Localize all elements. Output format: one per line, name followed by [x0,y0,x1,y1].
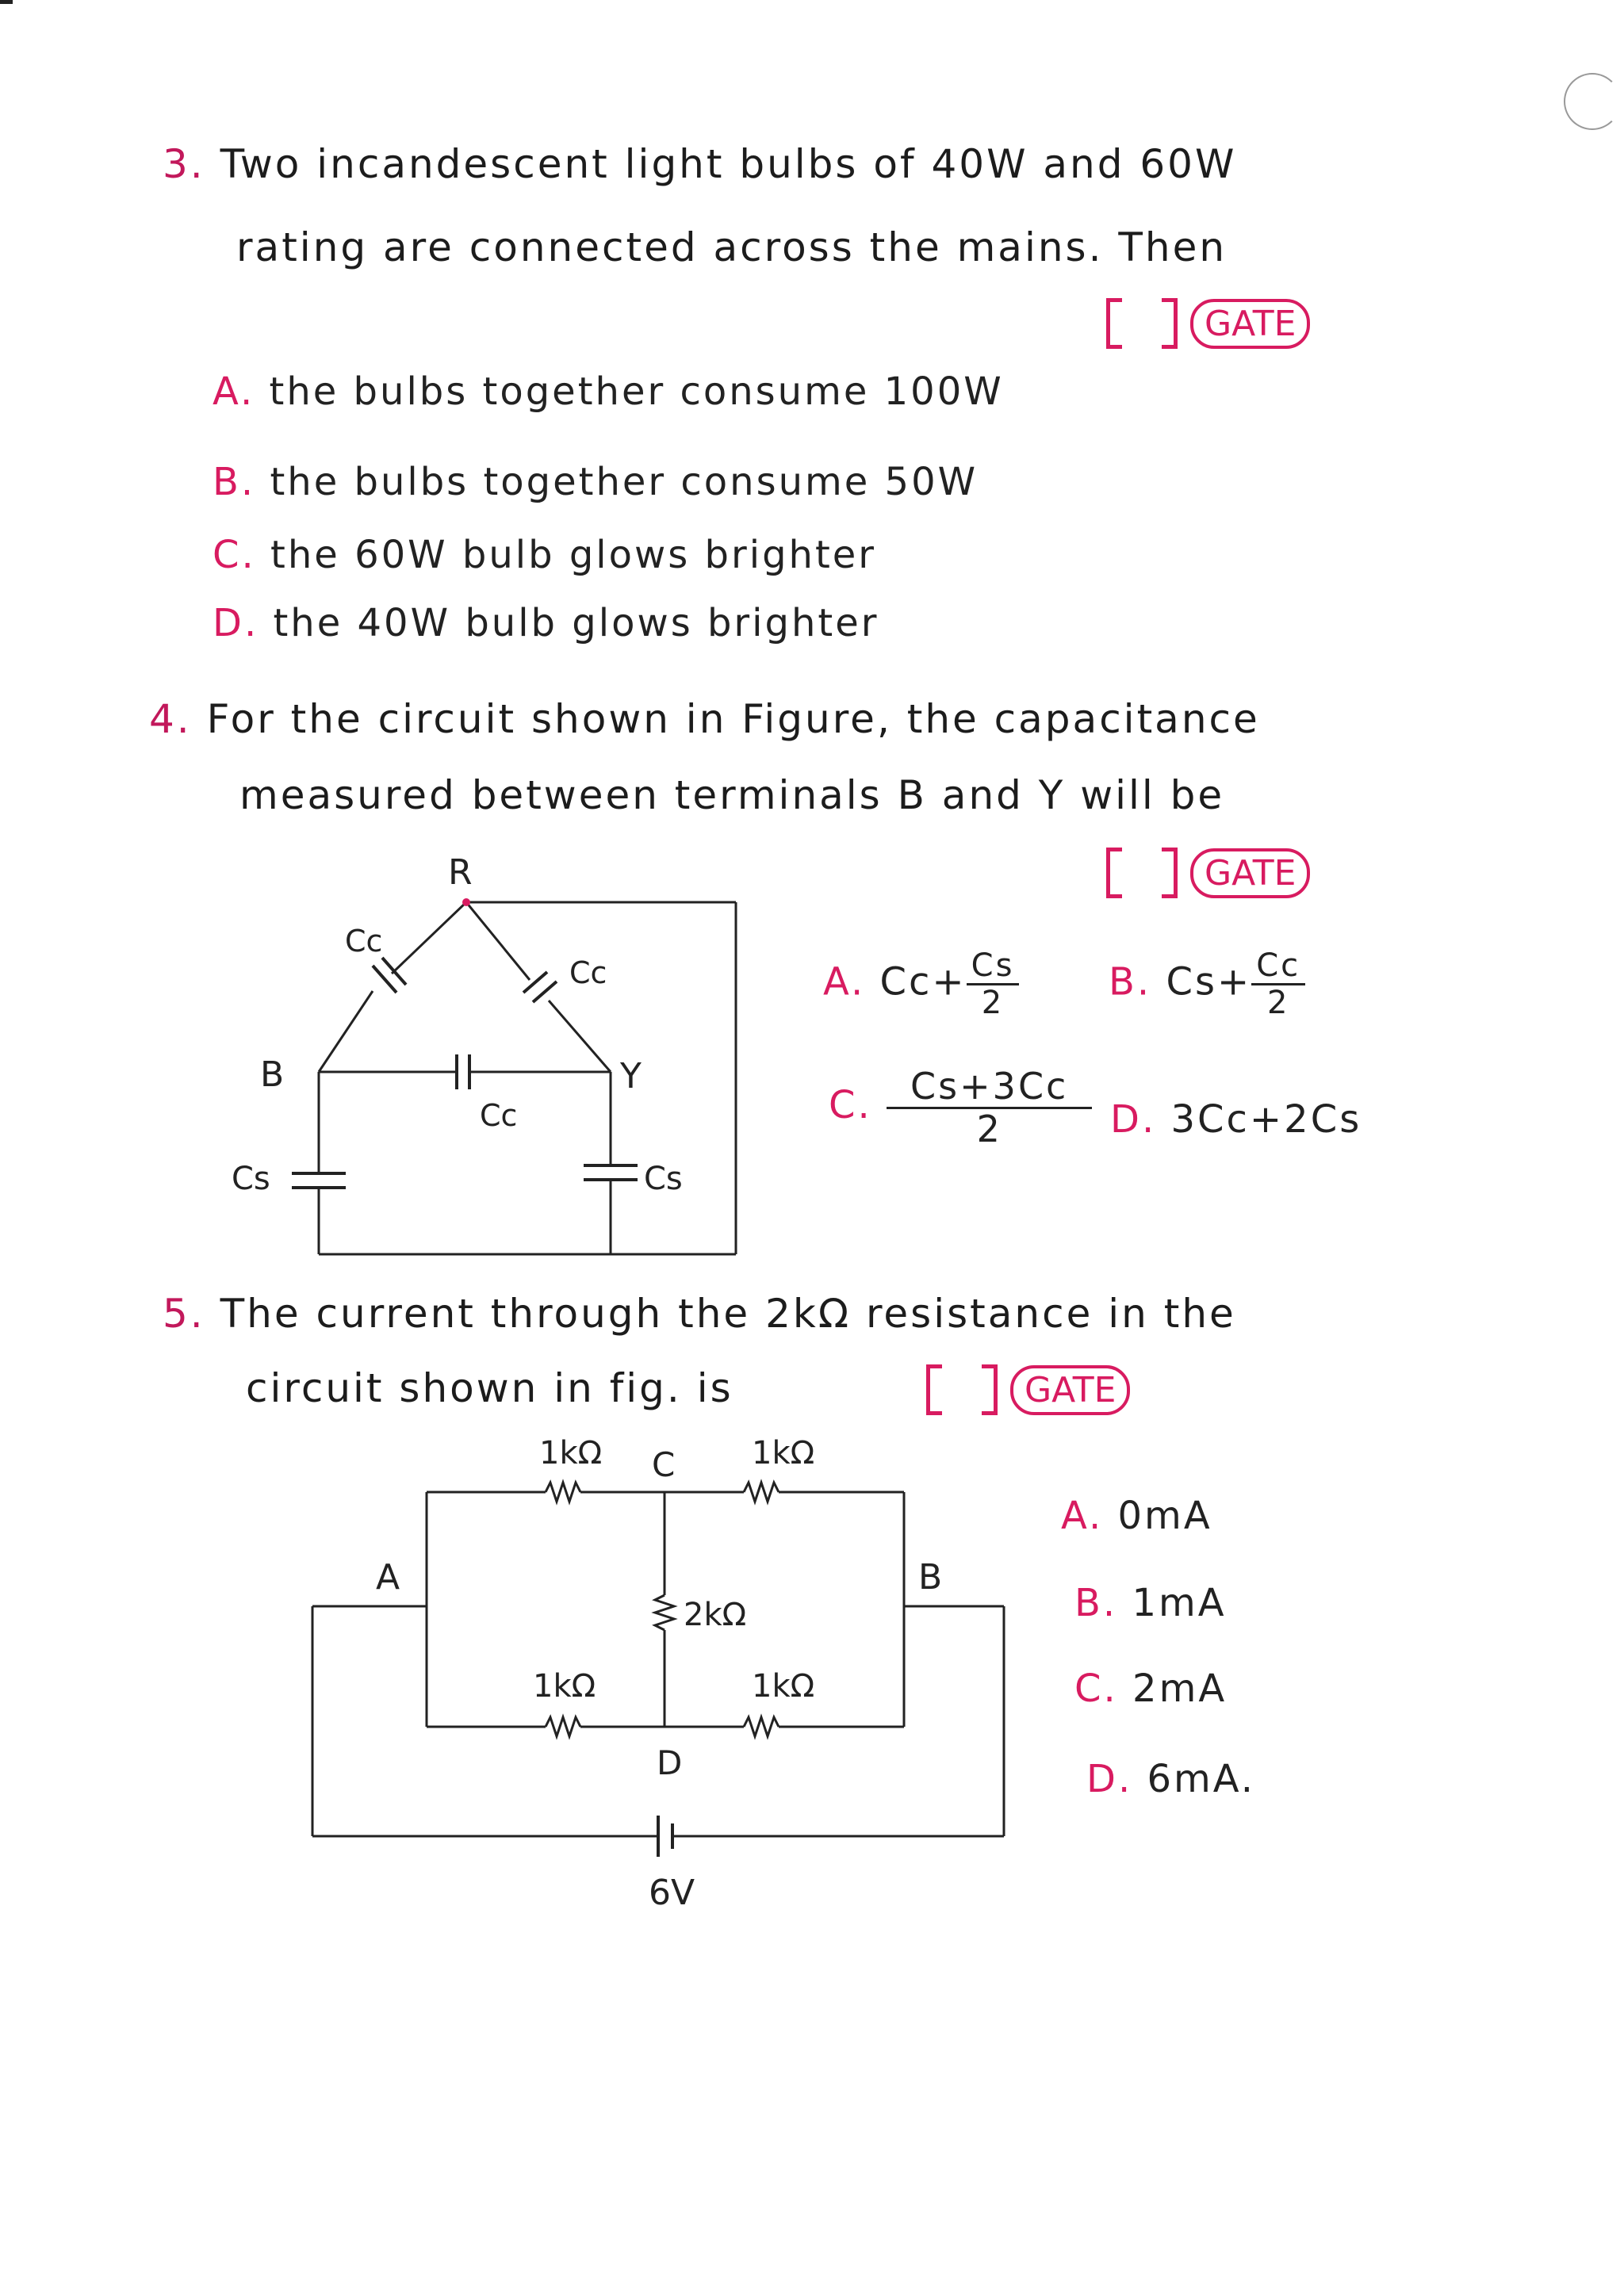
q5-option-b: B. 1mA [1074,1581,1227,1625]
q5-answer-bracket: GATE [926,1362,1131,1416]
q4-line1: For the circuit shown in Figure, the cap… [206,696,1260,742]
q3-option-d: D. the 40W bulb glows brighter [213,601,879,645]
q3-line2: rating are connected across the mains. T… [236,224,1228,270]
q4-cap-cc-left: Cc [345,924,382,959]
q5-circuit [311,1479,1005,1857]
q5-option-d: D. 6mA. [1086,1757,1256,1801]
q3-option-a: A. the bulbs together consume 100W [213,369,1004,414]
q5-option-a: A. 0mA [1061,1494,1212,1538]
q4-cap-cs-right: Cs [644,1161,683,1197]
q3-number: 3. [163,141,205,187]
q5-answer-box[interactable] [926,1364,998,1416]
q5-r-top-right: 1kΩ [752,1435,814,1471]
q4-line2: measured between terminals B and Y will … [239,772,1225,818]
q4-option-d: D. 3Cc+2Cs [1110,1097,1362,1142]
q3-gate-tag: GATE [1190,298,1311,349]
q3-option-b: B. the bulbs together consume 50W [213,460,979,504]
q5-line2: circuit shown in fig. is [246,1365,733,1411]
q5-node-c: C [652,1445,675,1484]
q4-answer-bracket: GATE [1106,845,1311,899]
q4-node-r: R [448,852,473,893]
q4-node-y: Y [619,1056,642,1096]
q5-node-a: A [376,1557,400,1598]
q5-line1: The current through the 2kΩ resistance i… [220,1291,1236,1337]
q3-answer-box[interactable] [1106,298,1178,350]
node-r-dot [462,898,470,906]
q4-node-b: B [260,1054,284,1095]
q5-r-bot-left: 1kΩ [533,1668,596,1705]
q4-number: 4. [149,696,192,742]
page-corner-mark [0,0,13,4]
q4-circuit-labels: R B Y Cc Cc Cc Cs Cs [232,852,683,1197]
q4-gate-tag: GATE [1190,848,1311,898]
q4-cap-cc-mid: Cc [480,1098,517,1133]
q5-r-mid: 2kΩ [684,1597,746,1633]
q5-node-b: B [918,1557,942,1598]
q5-r-top-left: 1kΩ [539,1435,602,1471]
q3-answer-bracket: GATE [1106,296,1311,350]
q3-question: 3. Two incandescent light bulbs of 40W a… [163,141,1236,187]
q4-cap-cc-right: Cc [569,955,607,990]
q5-source: 6V [649,1873,695,1913]
q5-number: 5. [163,1291,205,1337]
q5-question: 5. The current through the 2kΩ resistanc… [163,1291,1236,1337]
q5-circuit-labels: 1kΩ 1kΩ C 2kΩ 1kΩ 1kΩ D A B 6V [376,1435,942,1913]
q5-gate-tag: GATE [1010,1364,1131,1415]
q4-answer-box[interactable] [1106,848,1178,899]
q3-option-c: C. the 60W bulb glows brighter [213,533,877,577]
q5-option-c: C. 2mA [1074,1667,1228,1711]
q4-cap-cs-left: Cs [232,1161,270,1197]
hole-punch-mark [1564,73,1621,130]
q4-circuit [292,901,737,1256]
q4-question: 4. For the circuit shown in Figure, the … [149,696,1260,742]
q3-line1: Two incandescent light bulbs of 40W and … [220,141,1237,187]
q5-r-bot-right: 1kΩ [752,1668,814,1705]
q5-node-d: D [657,1743,682,1782]
